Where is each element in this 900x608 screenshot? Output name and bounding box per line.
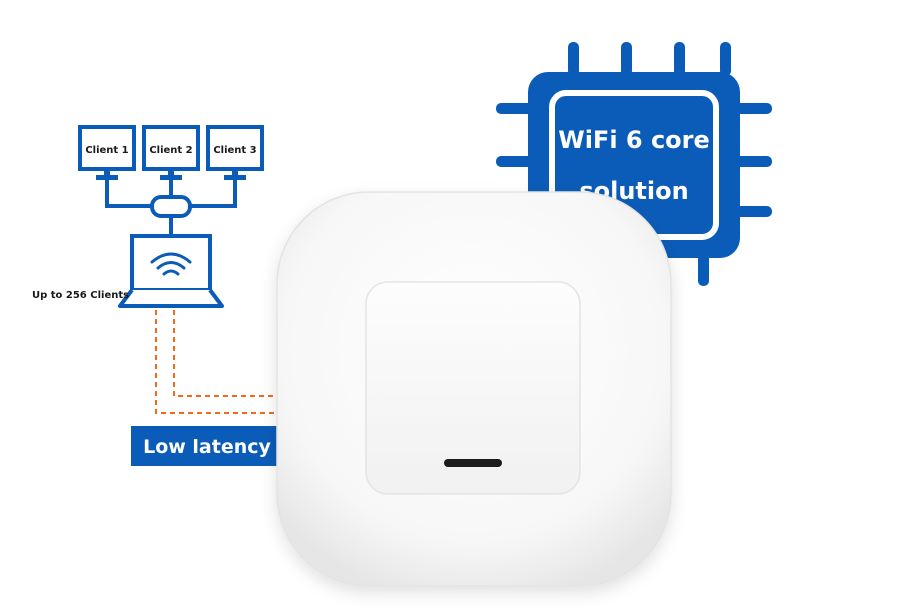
ceiling-access-point xyxy=(276,191,672,587)
monitor-icon xyxy=(206,125,264,171)
led-indicator xyxy=(444,459,502,467)
wifi-signal-icon xyxy=(150,252,192,276)
chip-title-line1: WiFi 6 core xyxy=(558,126,710,154)
client-label: Client 3 xyxy=(213,145,256,156)
wifi-laptop-icon xyxy=(118,234,224,308)
dashed-link-lines xyxy=(155,310,284,414)
low-latency-badge: Low latency xyxy=(131,426,284,466)
network-connectors xyxy=(105,180,237,236)
client-monitor-3: Client 3 xyxy=(206,125,264,180)
client-monitor-2: Client 2 xyxy=(142,125,200,180)
network-hub-icon xyxy=(150,195,192,218)
client-label: Client 2 xyxy=(149,145,192,156)
client-capacity-caption: Up to 256 Clients xyxy=(32,290,129,301)
network-topology: Client 1 Client 2 Client 3 xyxy=(32,125,284,414)
client-label: Client 1 xyxy=(85,145,128,156)
device-top-panel xyxy=(365,281,581,495)
client-monitor-1: Client 1 xyxy=(78,125,136,180)
low-latency-label: Low latency xyxy=(143,436,271,458)
